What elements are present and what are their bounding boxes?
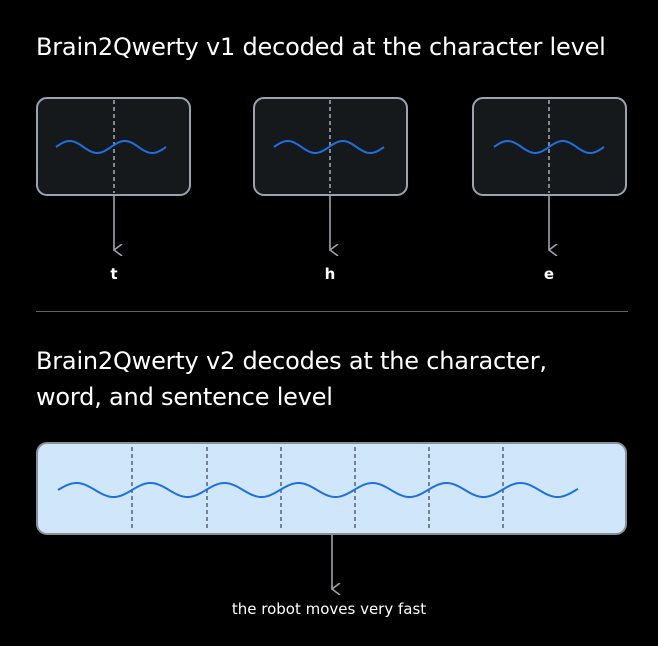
brain-signal-wave — [273, 139, 385, 155]
v2-panel — [36, 442, 627, 589]
brain-signal-wave — [57, 481, 579, 499]
v2-title-line-1: Brain2Qwerty v2 decodes at the character… — [36, 347, 547, 375]
decoded-character-e: e — [543, 265, 555, 283]
section-divider — [36, 311, 628, 312]
v1-card-1 — [36, 97, 191, 250]
v1-card-3 — [472, 97, 627, 250]
decoded-character-t: t — [110, 265, 118, 283]
v1-card-2 — [253, 97, 408, 250]
brain-signal-wave — [493, 139, 605, 155]
v1-title: Brain2Qwerty v1 decoded at the character… — [36, 33, 606, 61]
decoded-sentence: the robot moves very fast — [231, 600, 427, 618]
v2-title: Brain2Qwerty v2 decodes at the character… — [36, 343, 547, 415]
v2-title-line-2: word, and sentence level — [36, 383, 333, 411]
panel-frame — [36, 442, 627, 535]
brain-signal-wave — [55, 139, 167, 155]
decoded-character-h: h — [324, 265, 336, 283]
